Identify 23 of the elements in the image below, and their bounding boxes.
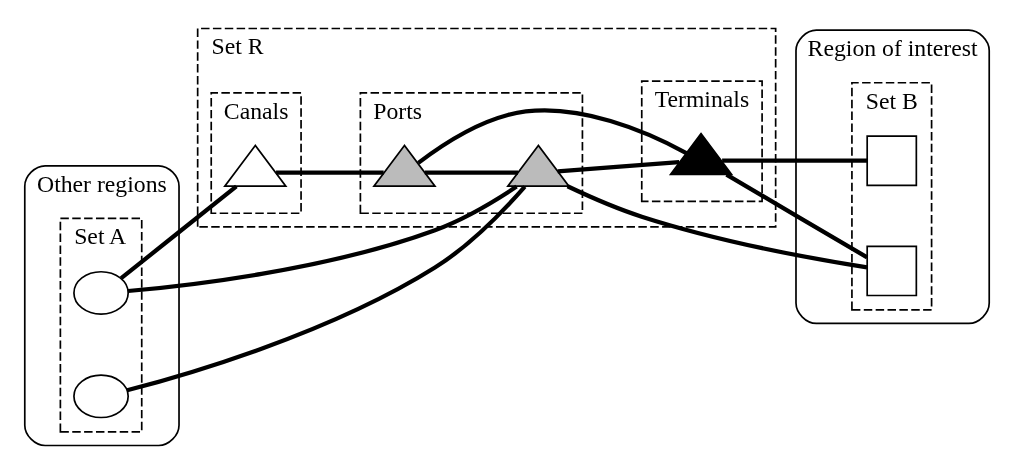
node-circle (72, 270, 129, 315)
connector (127, 184, 518, 294)
cluster: Canals (209, 92, 302, 215)
cluster: Ports (359, 92, 583, 215)
connector (424, 170, 518, 175)
connector (724, 172, 868, 260)
node-triangle (668, 132, 733, 176)
node-triangle (505, 144, 571, 187)
connector (721, 158, 867, 163)
cluster: Terminals (640, 80, 763, 203)
connector (119, 184, 238, 280)
connector (566, 184, 867, 270)
connector (557, 160, 679, 174)
node-triangle (222, 144, 287, 187)
connector (416, 108, 687, 165)
node-circle (72, 374, 129, 419)
connector (126, 185, 526, 393)
cluster: Set B (850, 81, 932, 311)
node-box (865, 245, 917, 297)
node-triangle (371, 144, 437, 187)
node-box (865, 135, 917, 187)
connector (275, 170, 384, 175)
cluster: Set A (59, 217, 143, 433)
